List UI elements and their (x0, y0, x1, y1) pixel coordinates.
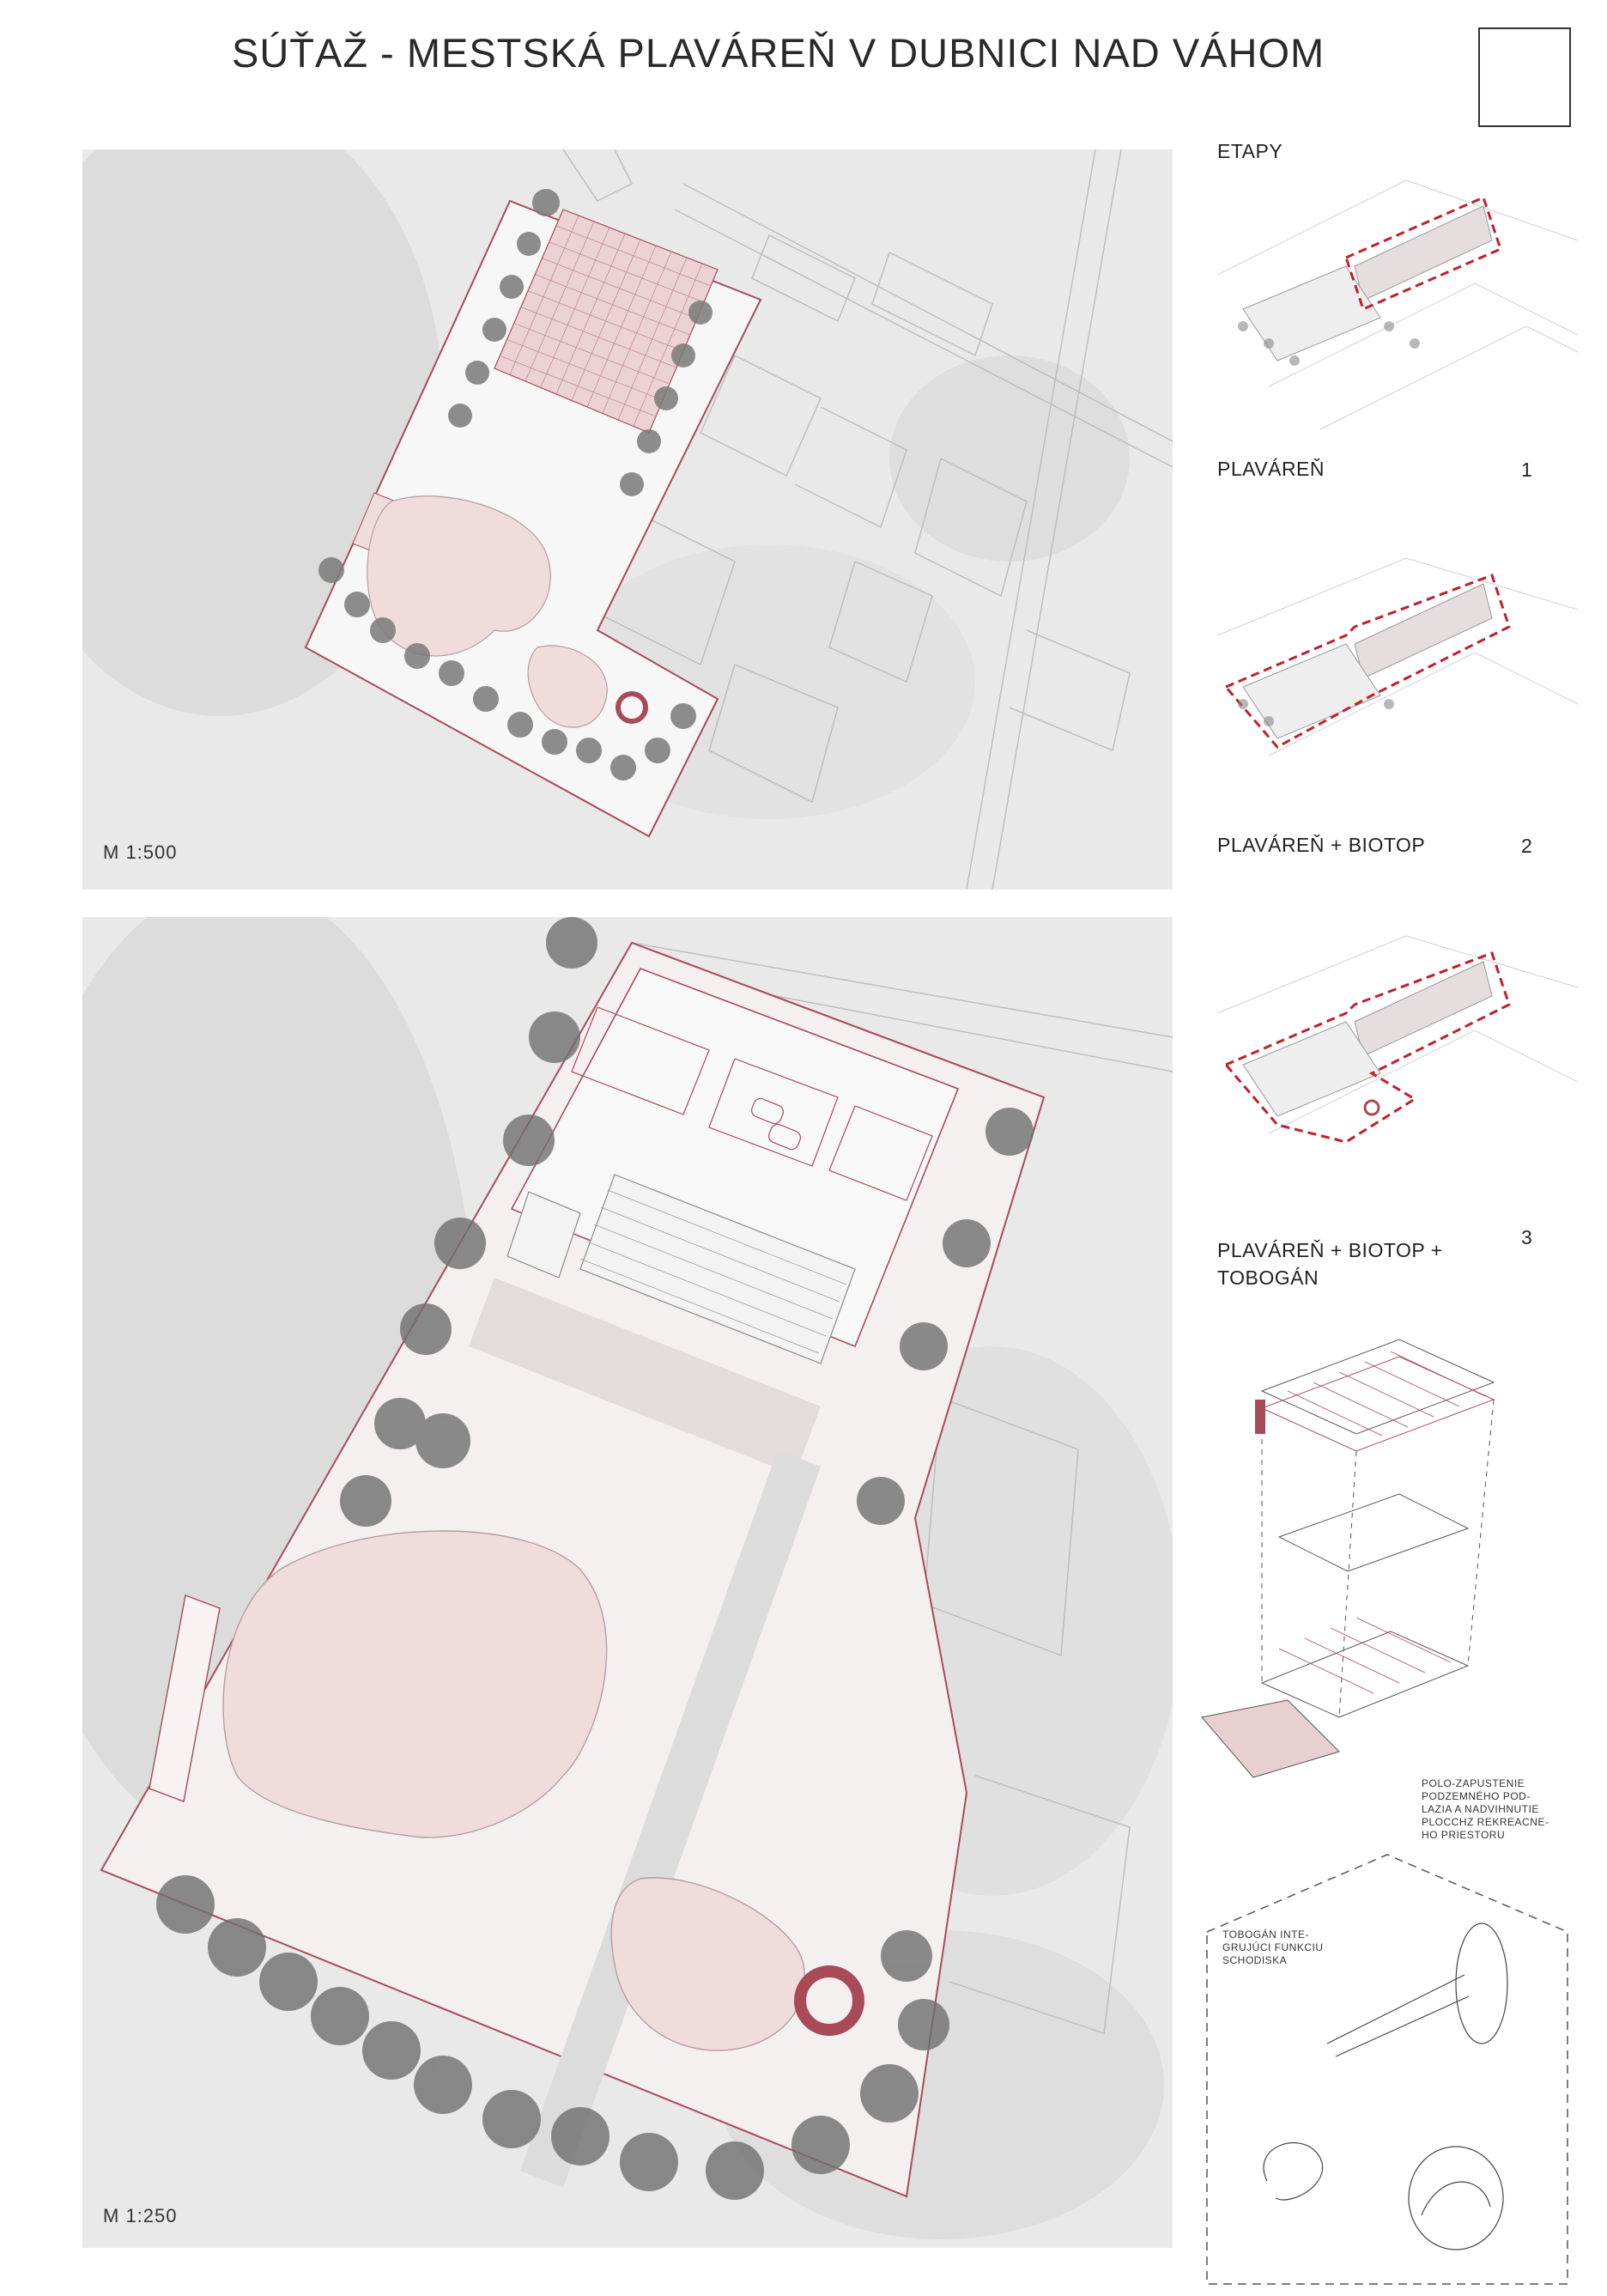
stage-3-number: 3 (1521, 1226, 1532, 1248)
basement-note-line5: HO PRIESTORU (1422, 1829, 1506, 1841)
basement-note-line2: PODZEMNÉHO POD- (1422, 1790, 1531, 1802)
stage-3-label-line1: PLAVÁREŇ + BIOTOP + (1217, 1239, 1443, 1261)
stage-3-label-line2: TOBOGÁN (1217, 1266, 1319, 1289)
exploded-axonometric (1201, 1339, 1495, 1778)
scale-label-top: M 1:500 (103, 841, 178, 863)
slide-note-line2: GRUJÚCI FUNKCIU (1222, 1941, 1324, 1953)
basement-note-line3: LAZIA A NADVIHNUTIE (1422, 1803, 1539, 1815)
stage-diagram-3 (1217, 935, 1578, 1144)
basement-note-line1: POLO-ZAPUSTENIE (1422, 1777, 1525, 1789)
stage-1-label: PLAVÁREŇ (1217, 458, 1325, 480)
slide-detail-frame (1206, 1854, 1568, 2285)
stage-1-number: 1 (1521, 459, 1532, 481)
stage-3-label: PLAVÁREŇ + BIOTOP + TOBOGÁN (1217, 1236, 1443, 1291)
stage-2-number: 2 (1521, 835, 1532, 857)
page-title: SÚŤAŽ - MESTSKÁ PLAVÁREŇ V DUBNICI NAD V… (232, 30, 1325, 76)
site-plan-bottom-drawing (82, 917, 1173, 2248)
site-plan-bottom: M 1:250 (82, 917, 1173, 2248)
scale-label-bottom: M 1:250 (103, 2205, 178, 2226)
slide-note: TOBOGÁN INTE- GRUJÚCI FUNKCIU SCHODISKA (1222, 1929, 1324, 1967)
basement-note: POLO-ZAPUSTENIE PODZEMNÉHO POD- LAZIA A … (1422, 1777, 1549, 1842)
site-plan-top-drawing (82, 149, 1173, 890)
stamp-box (1478, 27, 1571, 127)
stages-heading: ETAPY (1217, 140, 1283, 162)
site-plan-top: M 1:500 (82, 149, 1173, 890)
slide-note-line3: SCHODISKA (1222, 1954, 1288, 1966)
stage-diagram-1 (1217, 179, 1578, 430)
slide-note-line1: TOBOGÁN INTE- (1222, 1929, 1309, 1941)
stage-diagram-2 (1217, 557, 1578, 756)
stage-2-label: PLAVÁREŇ + BIOTOP (1217, 834, 1426, 856)
basement-note-line4: PLOCCHZ REKREACNE- (1422, 1816, 1549, 1828)
